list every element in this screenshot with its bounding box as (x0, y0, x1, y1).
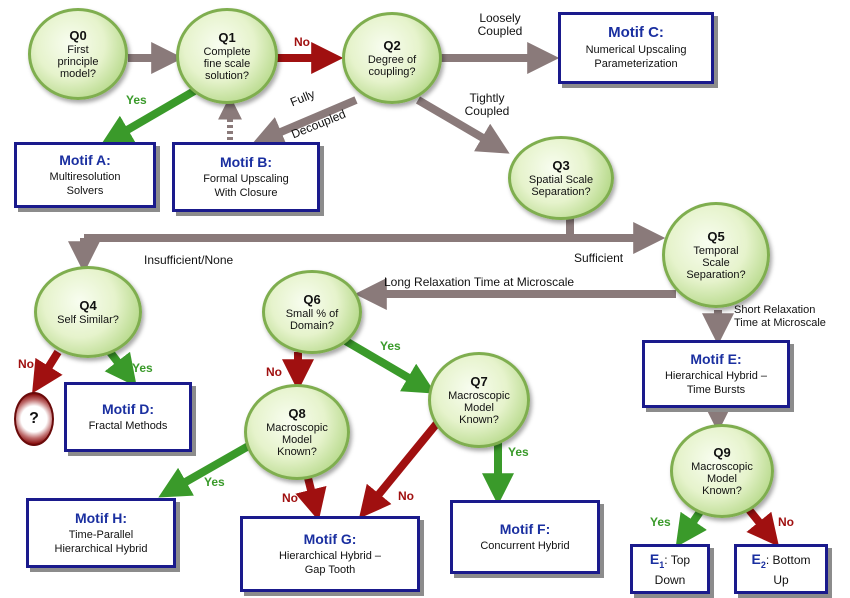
node-q6-text: Small % of Domain? (285, 307, 339, 332)
label-insufficient: Insufficient/None (144, 253, 234, 267)
motif-e2-box: E2: Bottom Up (734, 544, 828, 594)
motif-c-title: Motif C: (608, 24, 664, 41)
label-q8-yes: Yes (204, 475, 225, 489)
motif-e1-box: E1: Top Down (630, 544, 710, 594)
motif-c-box: Motif C: Numerical Upscaling Parameteriz… (558, 12, 714, 84)
node-q0-id: Q0 (69, 27, 87, 43)
node-q9: Q9 Macroscopic Model Known? (670, 424, 774, 518)
motif-c-desc: Numerical Upscaling Parameterization (585, 44, 687, 70)
node-q6-id: Q6 (303, 291, 321, 307)
motif-h-box: Motif H: Time-Parallel Hierarchical Hybr… (26, 498, 176, 568)
label-long-relaxation: Long Relaxation Time at Microscale (384, 275, 575, 289)
motif-e2-title-main: E (751, 551, 761, 568)
motif-f-box: Motif F: Concurrent Hybrid (450, 500, 600, 574)
motif-e1-title: E1: Top (650, 551, 690, 573)
motif-d-desc: Fractal Methods (88, 420, 168, 432)
node-q3: Q3 Spatial Scale Separation? (508, 136, 614, 220)
label-q7-no: No (398, 489, 414, 503)
node-q3-text: Spatial Scale Separation? (528, 173, 594, 198)
motif-g-title: Motif G: (303, 531, 357, 547)
motif-e1-title-main: E (649, 551, 660, 568)
label-q9-no: No (778, 515, 794, 529)
node-q5: Q5 Temporal Scale Separation? (662, 202, 770, 308)
label-short-relaxation: Short Relaxation Time at Microscale (734, 304, 826, 329)
motif-b-desc: Formal Upscaling With Closure (203, 173, 289, 199)
motif-e2-title: E2: Bottom (751, 551, 810, 573)
node-q1: Q1 Complete fine scale solution? (176, 8, 278, 104)
label-q0-yes: Yes (126, 93, 147, 107)
motif-e-title: Motif E: (690, 351, 742, 367)
motif-a-desc: Multiresolution Solvers (49, 171, 121, 197)
motif-h-desc: Time-Parallel Hierarchical Hybrid (54, 529, 148, 555)
node-q0: Q0 First principle model? (28, 8, 128, 100)
arrow-q8-motifh (158, 440, 254, 498)
node-q2: Q2 Degree of coupling? (342, 12, 442, 104)
node-q8-text: Macroscopic Model Known? (266, 421, 328, 458)
label-q6-yes: Yes (380, 339, 401, 353)
motif-f-title: Motif F: (499, 521, 551, 537)
node-q4-text: Self Similar? (57, 313, 119, 326)
node-q3-id: Q3 (552, 157, 570, 173)
node-q4: Q4 Self Similar? (34, 266, 142, 358)
unknown-outcome-icon: ? (14, 392, 54, 446)
motif-b-title: Motif B: (219, 154, 273, 170)
arrow-q2-q3 (415, 96, 510, 154)
arrow-q7-motifg (358, 419, 442, 519)
node-q5-id: Q5 (707, 228, 725, 244)
label-q7-yes: Yes (508, 445, 529, 459)
arrow-q2-motifb (251, 96, 358, 147)
node-q1-id: Q1 (218, 29, 236, 45)
label-loosely-coupled: Loosely Coupled (477, 11, 523, 38)
label-q9-yes: Yes (650, 515, 671, 529)
motif-a-title: Motif A: (59, 152, 111, 168)
label-q8-no: No (282, 491, 298, 505)
arrow-q1-motifa (100, 86, 199, 146)
label-q4-yes: Yes (132, 361, 153, 375)
label-tightly-coupled: Tightly Coupled (464, 91, 510, 118)
label-sufficient: Sufficient (574, 251, 624, 265)
node-q1-text: Complete fine scale solution? (203, 45, 251, 82)
motif-d-title: Motif D: (101, 401, 155, 417)
node-q9-text: Macroscopic Model Known? (691, 460, 753, 497)
label-q6-no: No (266, 365, 282, 379)
motif-e-desc: Hierarchical Hybrid – Time Bursts (664, 370, 768, 396)
node-q0-text: First principle model? (57, 43, 99, 80)
node-q2-text: Degree of coupling? (367, 53, 417, 78)
node-q7-text: Macroscopic Model Known? (448, 389, 510, 426)
motif-e2-title-sub: 2 (760, 559, 766, 570)
node-q2-id: Q2 (383, 37, 401, 53)
motif-e2-title-rest: : Bottom (765, 553, 811, 568)
arrow-q8-motifg (295, 477, 327, 521)
motif-b-box: Motif B: Formal Upscaling With Closure (172, 142, 320, 212)
arrow-q4-motifd (104, 349, 137, 387)
node-q8: Q8 Macroscopic Model Known? (244, 384, 350, 480)
arrow-q9-e2 (742, 503, 780, 547)
node-q7: Q7 Macroscopic Model Known? (428, 352, 530, 448)
arrow-q6-q7 (341, 336, 436, 394)
arrow-q4-unknown (32, 349, 63, 394)
node-q6: Q6 Small % of Domain? (262, 270, 362, 354)
motif-e2-desc: Up (773, 572, 789, 587)
motif-a-box: Motif A: Multiresolution Solvers (14, 142, 156, 208)
label-q4-no: No (18, 357, 34, 371)
motif-f-desc: Concurrent Hybrid (480, 540, 570, 552)
motif-d-box: Motif D: Fractal Methods (64, 382, 192, 452)
motif-e1-desc: Down (654, 572, 686, 587)
unknown-outcome-symbol: ? (29, 410, 39, 427)
motif-h-title: Motif H: (74, 510, 128, 526)
motif-g-box: Motif G: Hierarchical Hybrid – Gap Tooth (240, 516, 420, 592)
node-q7-id: Q7 (470, 373, 488, 389)
node-q5-text: Temporal Scale Separation? (686, 244, 746, 281)
label-q1-no: No (294, 35, 310, 49)
motif-e1-title-sub: 1 (659, 559, 665, 570)
node-q8-id: Q8 (288, 405, 306, 421)
node-q4-id: Q4 (79, 297, 97, 313)
motif-e1-title-rest: : Top (664, 553, 691, 568)
motif-g-desc: Hierarchical Hybrid – Gap Tooth (278, 550, 382, 576)
motif-e-box: Motif E: Hierarchical Hybrid – Time Burs… (642, 340, 790, 408)
node-q9-id: Q9 (713, 444, 731, 460)
